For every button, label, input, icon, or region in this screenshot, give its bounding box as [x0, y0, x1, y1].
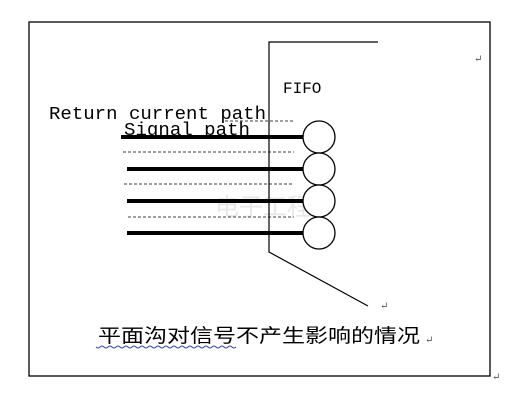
watermark: 电子工程 [215, 194, 311, 221]
diagram-caption: 平面沟对信号不产生影响的情况 [98, 325, 420, 347]
outer-frame [28, 21, 491, 377]
pin-circle [302, 184, 336, 218]
paragraph-mark: ↵ [425, 335, 433, 346]
paragraph-mark: ↵ [380, 301, 388, 312]
fifo-chip-outline [268, 41, 378, 307]
pin-circle [302, 216, 336, 250]
pin-circle [302, 152, 336, 186]
paragraph-mark: ↵ [492, 372, 500, 383]
spellcheck-underline [95, 345, 237, 349]
return-current-path-label: Return current path [49, 105, 266, 125]
signal-paths [121, 135, 303, 235]
return-current-paths [123, 120, 294, 218]
pin-circle [302, 120, 336, 154]
fifo-pins [302, 120, 336, 250]
fifo-label: FIFO [283, 80, 321, 98]
paragraph-mark: ↵ [474, 54, 482, 65]
